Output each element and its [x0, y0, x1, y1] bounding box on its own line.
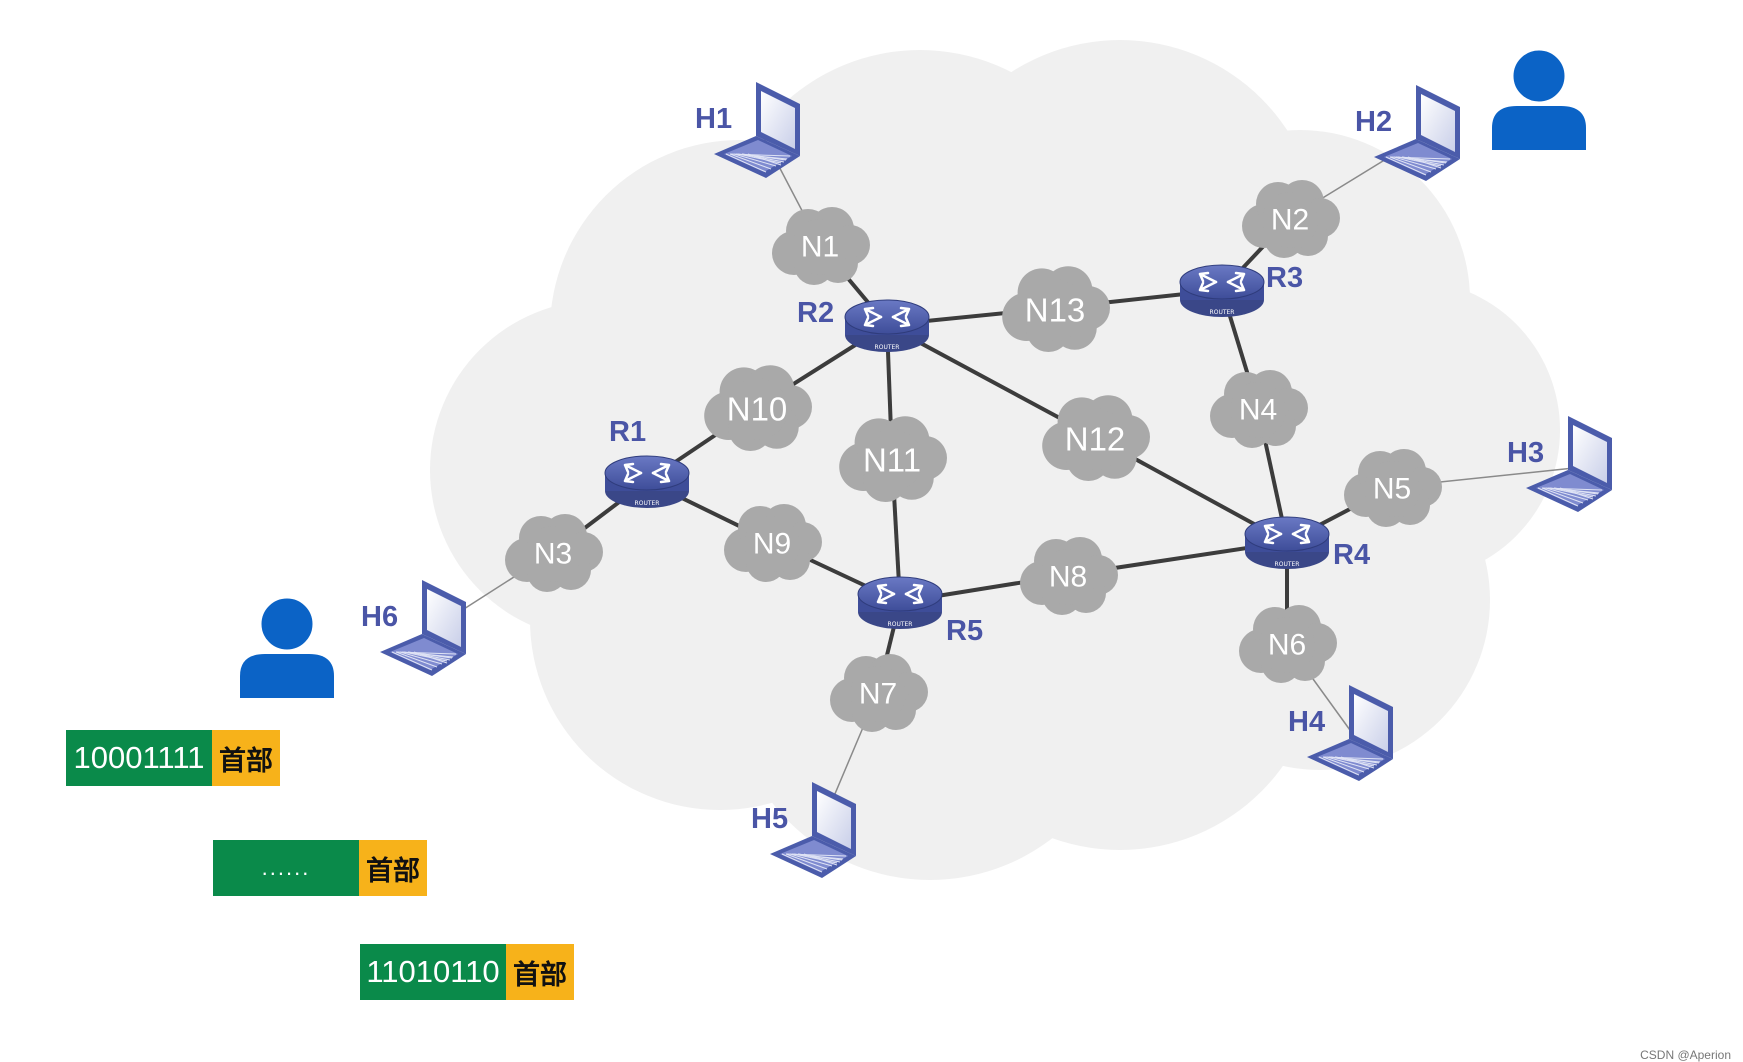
- host-h6: H6: [361, 580, 466, 676]
- network-n9: N9: [724, 504, 822, 582]
- network-label: N10: [727, 391, 788, 428]
- host-label: H2: [1355, 106, 1392, 138]
- host-label: H1: [695, 103, 732, 135]
- host-label: H6: [361, 601, 398, 633]
- network-label: N1: [801, 231, 839, 264]
- laptop-icon: [770, 782, 856, 878]
- router-badge: ROUTER: [875, 344, 900, 351]
- network-label: N8: [1049, 561, 1087, 594]
- router-label: R4: [1333, 539, 1370, 571]
- host-h5: H5: [751, 782, 856, 878]
- router-arrows-icon: [1198, 271, 1246, 293]
- network-n7: N7: [830, 654, 928, 732]
- network-label: N6: [1268, 629, 1306, 662]
- router-r2: ROUTER R2: [797, 297, 930, 352]
- network-n5: N5: [1344, 449, 1442, 527]
- router-badge: ROUTER: [1275, 561, 1300, 568]
- network-label: N9: [753, 528, 791, 561]
- network-n10: N10: [704, 365, 812, 451]
- router-label: R5: [946, 615, 983, 647]
- watermark: CSDN @Aperion: [1640, 1048, 1731, 1062]
- network-n1: N1: [772, 207, 870, 285]
- router-badge: ROUTER: [1210, 309, 1235, 316]
- host-h4: H4: [1288, 685, 1393, 781]
- packet-header: 首部: [212, 730, 280, 786]
- users-layer: [240, 47, 1586, 698]
- laptop-icon: [714, 82, 800, 178]
- network-n2: N2: [1242, 180, 1340, 258]
- network-label: N11: [863, 442, 921, 479]
- router-badge: ROUTER: [888, 621, 913, 628]
- laptop-icon: [1374, 85, 1460, 181]
- router-arrows-icon: [863, 306, 911, 328]
- packet-2: ...... 首部: [213, 840, 427, 896]
- network-label: N3: [534, 538, 572, 571]
- router-r5: ROUTER R5: [857, 576, 983, 647]
- router-r1: ROUTER R1: [604, 416, 690, 508]
- host-label: H4: [1288, 706, 1325, 738]
- router-label: R1: [609, 416, 646, 448]
- packet-3: 11010110 首部: [360, 944, 574, 1000]
- router-badge: ROUTER: [635, 500, 660, 507]
- host-label: H5: [751, 803, 788, 835]
- host-h2: H2: [1355, 85, 1460, 181]
- network-n12: N12: [1042, 395, 1150, 481]
- laptop-icon: [380, 580, 466, 676]
- router-r4: ROUTER R4: [1244, 516, 1370, 571]
- network-n3: N3: [505, 514, 603, 592]
- router-label: R2: [797, 297, 834, 329]
- network-label: N7: [859, 678, 897, 711]
- packet-header: 首部: [506, 944, 574, 1000]
- host-h1: H1: [695, 82, 800, 178]
- packet-1: 10001111 首部: [66, 730, 280, 786]
- laptop-icon: [1526, 416, 1612, 512]
- router-arrows-icon: [876, 583, 924, 605]
- network-n4: N4: [1210, 370, 1308, 448]
- laptop-icon: [1307, 685, 1393, 781]
- network-label: N4: [1239, 394, 1277, 427]
- host-label: H3: [1507, 437, 1544, 469]
- user-icon: [240, 595, 334, 698]
- packet-payload: 10001111: [66, 730, 212, 786]
- network-n13: N13: [1002, 266, 1110, 352]
- network-n6: N6: [1239, 605, 1337, 683]
- host-h3: H3: [1507, 416, 1612, 512]
- user-icon: [1492, 47, 1586, 150]
- network-n11: N11: [839, 416, 947, 502]
- packet-header: 首部: [359, 840, 427, 896]
- router-arrows-icon: [1263, 523, 1311, 545]
- packet-payload: 11010110: [360, 944, 506, 1000]
- packet-payload: ......: [213, 840, 359, 896]
- router-r3: ROUTER R3: [1179, 262, 1303, 317]
- network-label: N13: [1025, 292, 1086, 329]
- network-n8: N8: [1020, 537, 1118, 615]
- network-label: N2: [1271, 204, 1309, 237]
- router-label: R3: [1266, 262, 1303, 294]
- router-arrows-icon: [623, 462, 671, 484]
- network-label: N12: [1065, 421, 1126, 458]
- network-label: N5: [1373, 473, 1411, 506]
